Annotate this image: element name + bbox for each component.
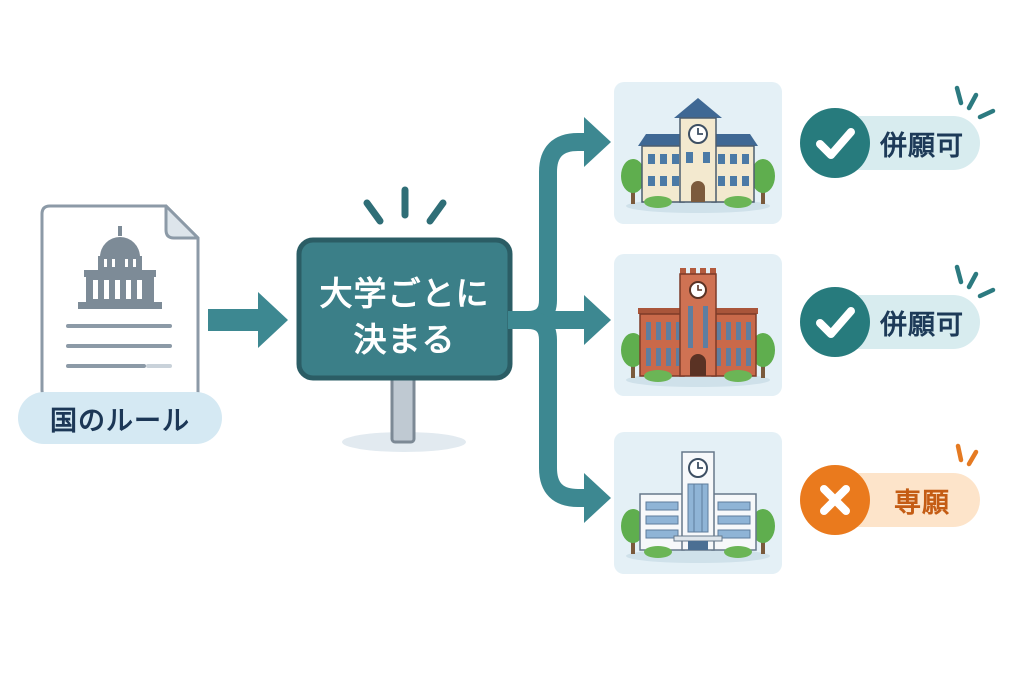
check-icon — [816, 128, 855, 159]
sparkle-icon-2 — [954, 264, 996, 299]
sparkle-icon-3 — [955, 443, 979, 467]
sign-pole — [390, 370, 416, 444]
sign-line-1: 大学ごとに — [319, 274, 490, 313]
modern-university-building-icon — [621, 451, 775, 563]
classical-university-building-icon — [621, 98, 775, 213]
status-label: 専願 — [894, 487, 950, 519]
status-label: 併願可 — [880, 130, 964, 162]
sign-board — [296, 237, 513, 381]
branch-arrow-shafts — [508, 133, 590, 507]
status-badge-2: 併願可 — [800, 287, 980, 357]
branch-arrow-heads — [584, 117, 611, 523]
status-badge-3: 専願 — [800, 465, 980, 535]
status-circle — [800, 287, 870, 357]
branch-arrow-bottom — [508, 311, 590, 507]
cross-icon — [820, 485, 850, 515]
sparkle-icon-1 — [954, 85, 996, 120]
emphasis-rays-icon — [363, 186, 447, 225]
university-card-2 — [614, 254, 782, 396]
arrow-head-middle — [584, 295, 611, 345]
check-icon — [816, 307, 855, 338]
government-building-icon — [78, 226, 162, 309]
university-card-3 — [614, 432, 782, 574]
signboard — [296, 237, 513, 452]
arrow-head-bottom — [584, 473, 611, 523]
brick-clock-tower-university-icon — [621, 268, 775, 387]
status-label: 併願可 — [880, 309, 964, 341]
status-circle — [800, 108, 870, 178]
document-text-lines — [66, 324, 172, 368]
rule-label: 国のルール — [18, 392, 222, 444]
status-circle — [800, 465, 870, 535]
branch-arrow-top — [508, 133, 590, 329]
university-card-1 — [614, 82, 782, 224]
rule-document-icon — [40, 204, 200, 400]
sign-line-2: 決まる — [353, 320, 456, 359]
status-badge-1: 併願可 — [800, 108, 980, 178]
sign-text: 大学ごとに 決まる — [299, 252, 510, 382]
arrow-to-sign-icon — [208, 292, 288, 348]
arrow-head-top — [584, 117, 611, 167]
